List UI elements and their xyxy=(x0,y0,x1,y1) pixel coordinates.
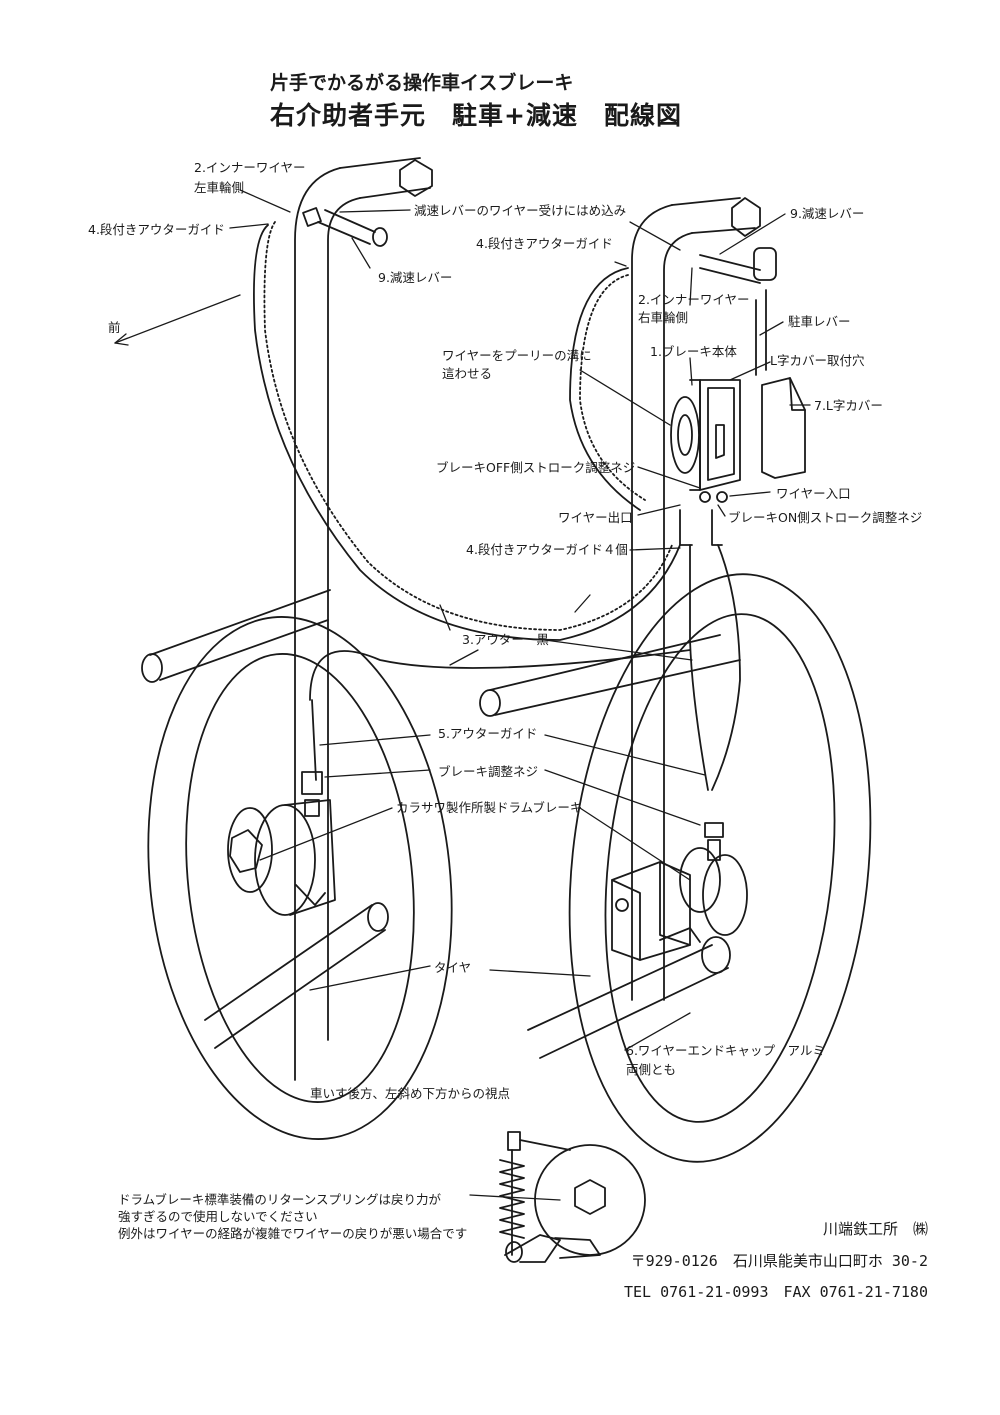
left-frame-tube xyxy=(294,157,433,1081)
label-on-stroke: ブレーキON側ストローク調整ネジ xyxy=(728,510,923,525)
label-wire-out: ワイヤー出口 xyxy=(558,510,633,525)
label-end-cap-2: 両側とも xyxy=(626,1062,677,1077)
outer-wire-right xyxy=(569,267,646,511)
left-wheel-tire xyxy=(147,616,453,1140)
label-inner-wire-left-2: 左車輪側 xyxy=(194,180,245,195)
label-decel-lever-left: 9.減速レバー xyxy=(378,270,453,285)
label-stepped-guide-right: 4.段付きアウターガイド xyxy=(476,236,613,251)
label-inner-wire-left-1: 2.インナーワイヤー xyxy=(194,160,306,175)
company-name: 川端鉄工所 ㈱ xyxy=(822,1220,928,1238)
note-line-3: 例外はワイヤーの経路が複雑でワイヤーの戻りが悪い場合です xyxy=(118,1225,468,1241)
right-wheel-tire xyxy=(568,573,872,1163)
label-tire: タイヤ xyxy=(434,960,472,975)
label-parking-lever: 駐車レバー xyxy=(788,314,851,329)
leader-lines xyxy=(114,189,811,1201)
return-spring-note: ドラムブレーキ標準装備のリターンスプリングは戻り力が 強すぎるので使用しないでく… xyxy=(118,1192,467,1243)
company-address: 〒929-0126 石川県能美市山口町ホ 30-2 xyxy=(630,1252,928,1270)
label-inner-wire-right-1: 2.インナーワイヤー xyxy=(638,292,750,307)
diagram-title: 片手でかるがる操作車イスブレーキ xyxy=(270,72,574,94)
label-front: 前 xyxy=(108,320,121,335)
outer-wire-to-drums xyxy=(309,544,741,791)
cross-tubes xyxy=(141,589,741,1059)
note-line-1: ドラムブレーキ標準装備のリターンスプリングは戻り力が xyxy=(118,1192,442,1207)
label-brake-body: 1.ブレーキ本体 xyxy=(650,344,737,359)
note-line-2: 強すぎるので使用しないでください xyxy=(118,1208,318,1224)
right-drum-brake xyxy=(611,822,748,961)
left-decel-lever xyxy=(302,207,388,247)
label-end-cap-1: 6.ワイヤーエンドキャップ アルミ xyxy=(626,1043,825,1058)
label-l-cover-hole: L字カバー取付穴 xyxy=(770,353,865,368)
label-l-cover: 7.L字カバー xyxy=(814,398,883,413)
right-rods xyxy=(699,247,777,376)
label-outer-guide: 5.アウターガイド xyxy=(438,726,538,741)
label-decel-lever-right: 9.減速レバー xyxy=(790,206,865,221)
left-drum-brake xyxy=(227,771,336,916)
label-insert-lever: 減速レバーのワイヤー受けにはめ込み xyxy=(414,203,627,218)
drum-inset xyxy=(499,1131,646,1263)
label-drum-brake: カラサワ製作所製ドラムブレーキ xyxy=(396,800,583,815)
label-outer-black: 3.アウター 黒 xyxy=(462,632,549,647)
outer-wire-left xyxy=(253,221,681,641)
label-pulley-1: ワイヤーをプーリーの溝に xyxy=(442,348,592,363)
label-stepped-guide-left: 4.段付きアウターガイド xyxy=(88,222,225,237)
label-off-stroke: ブレーキOFF側ストローク調整ネジ xyxy=(436,460,636,475)
label-stepped-guide-4: 4.段付きアウターガイド４個 xyxy=(466,542,628,557)
diagram-subtitle: 右介助者手元 駐車+減速 配線図 xyxy=(270,101,682,130)
label-wire-in: ワイヤー入口 xyxy=(776,486,851,501)
company-phone: TEL 0761-21-0993 FAX 0761-21-7180 xyxy=(624,1283,928,1301)
label-pulley-2: 這わせる xyxy=(442,366,493,381)
label-brake-adjust: ブレーキ調整ネジ xyxy=(438,764,539,779)
label-inner-wire-right-2: 右車輪側 xyxy=(638,310,689,325)
label-viewpoint: 車いす後方、左斜め下方からの視点 xyxy=(310,1086,511,1101)
